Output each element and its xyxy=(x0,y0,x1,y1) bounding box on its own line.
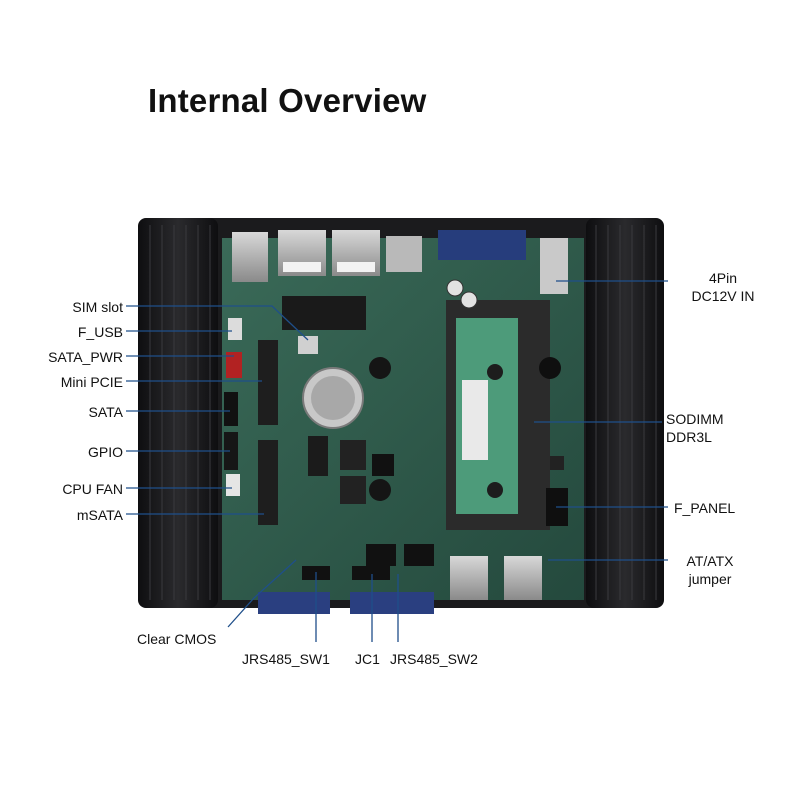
label-at-atx: AT/ATX jumper xyxy=(668,552,752,588)
label-cpu-fan: CPU FAN xyxy=(62,481,123,497)
buzzer xyxy=(539,357,561,379)
sata-connector xyxy=(224,392,238,426)
label-at-atx-line1: AT/ATX xyxy=(686,553,734,569)
com-port-2 xyxy=(350,592,434,614)
dc-jack xyxy=(540,238,568,294)
leader-clear-cmos xyxy=(227,559,297,628)
leader-sim-slot xyxy=(126,305,309,341)
label-dc-in-line1: 4Pin xyxy=(708,270,738,286)
label-clear-cmos: Clear CMOS xyxy=(137,631,217,647)
label-jrs485-sw2: JRS485_SW2 xyxy=(390,651,478,667)
com-port-1 xyxy=(258,592,330,614)
msata-slot xyxy=(258,440,278,525)
label-sodimm-line2: DDR3L xyxy=(666,429,712,446)
page-title: Internal Overview xyxy=(148,82,427,119)
gpio-header xyxy=(224,432,238,470)
leader-lines xyxy=(126,280,668,642)
label-sim-slot: SIM slot xyxy=(72,299,123,315)
front-usb-1 xyxy=(450,556,488,600)
label-dc-in-line2: DC12V IN xyxy=(691,288,755,305)
pcb xyxy=(222,230,584,614)
label-f-usb: F_USB xyxy=(77,324,123,340)
label-f-panel: F_PANEL xyxy=(674,500,736,516)
label-jrs485-sw1: JRS485_SW1 xyxy=(242,651,330,667)
f-usb-header xyxy=(228,318,242,340)
label-sodimm-line1: SODIMM xyxy=(666,411,724,427)
label-sodimm: SODIMM DDR3L xyxy=(666,410,724,446)
vga-port xyxy=(438,230,526,260)
label-dc-in: 4Pin DC12V IN xyxy=(668,269,778,305)
hdmi-port xyxy=(386,236,422,272)
label-msata: mSATA xyxy=(76,507,123,523)
label-sata-pwr: SATA_PWR xyxy=(48,349,123,365)
label-at-atx-line2: jumper xyxy=(688,571,732,588)
label-jc1: JC1 xyxy=(355,651,380,667)
cpu-fan-header xyxy=(226,474,240,496)
label-sata: SATA xyxy=(88,404,124,420)
label-mini-pcie: Mini PCIE xyxy=(60,374,123,390)
front-usb-2 xyxy=(504,556,542,600)
sata-pwr-header xyxy=(226,352,242,378)
mini-pcie-slot xyxy=(258,340,278,425)
rear-usb-port xyxy=(232,232,268,282)
label-gpio: GPIO xyxy=(87,444,123,460)
